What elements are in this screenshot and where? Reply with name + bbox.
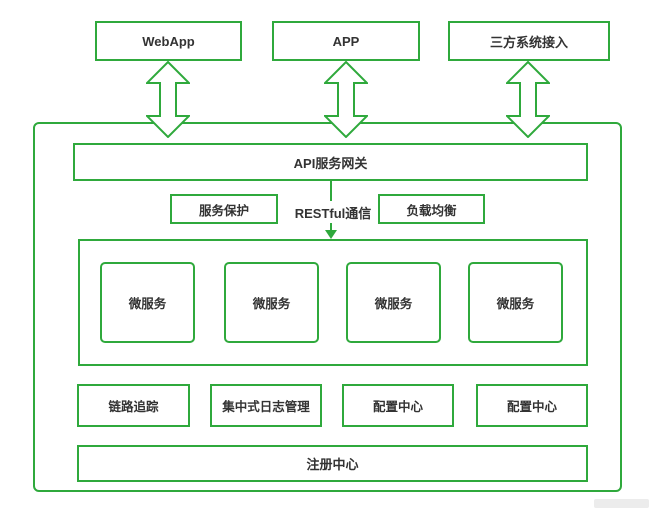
restful-link-label: RESTful通信: [288, 201, 378, 223]
node-centralized-logging: 集中式日志管理: [210, 384, 322, 427]
node-microservice: 微服务: [468, 262, 563, 343]
node-app: APP: [272, 21, 420, 61]
node-load-balancing: 负载均衡: [378, 194, 485, 224]
node-link-tracing: 链路追踪: [77, 384, 190, 427]
node-third-party-access: 三方系统接入: [448, 21, 610, 61]
node-registry-center: 注册中心: [77, 445, 588, 482]
node-config-center: 配置中心: [342, 384, 454, 427]
double-arrow-icon: [146, 61, 190, 138]
node-microservice: 微服务: [346, 262, 441, 343]
double-arrow-icon: [506, 61, 550, 138]
node-api-gateway: API服务网关: [73, 143, 588, 181]
node-service-protection: 服务保护: [170, 194, 278, 224]
node-webapp: WebApp: [95, 21, 242, 61]
node-config-center: 配置中心: [476, 384, 588, 427]
node-microservice: 微服务: [100, 262, 195, 343]
double-arrow-icon: [324, 61, 368, 138]
watermark-fragment: [594, 499, 649, 508]
node-microservice: 微服务: [224, 262, 319, 343]
